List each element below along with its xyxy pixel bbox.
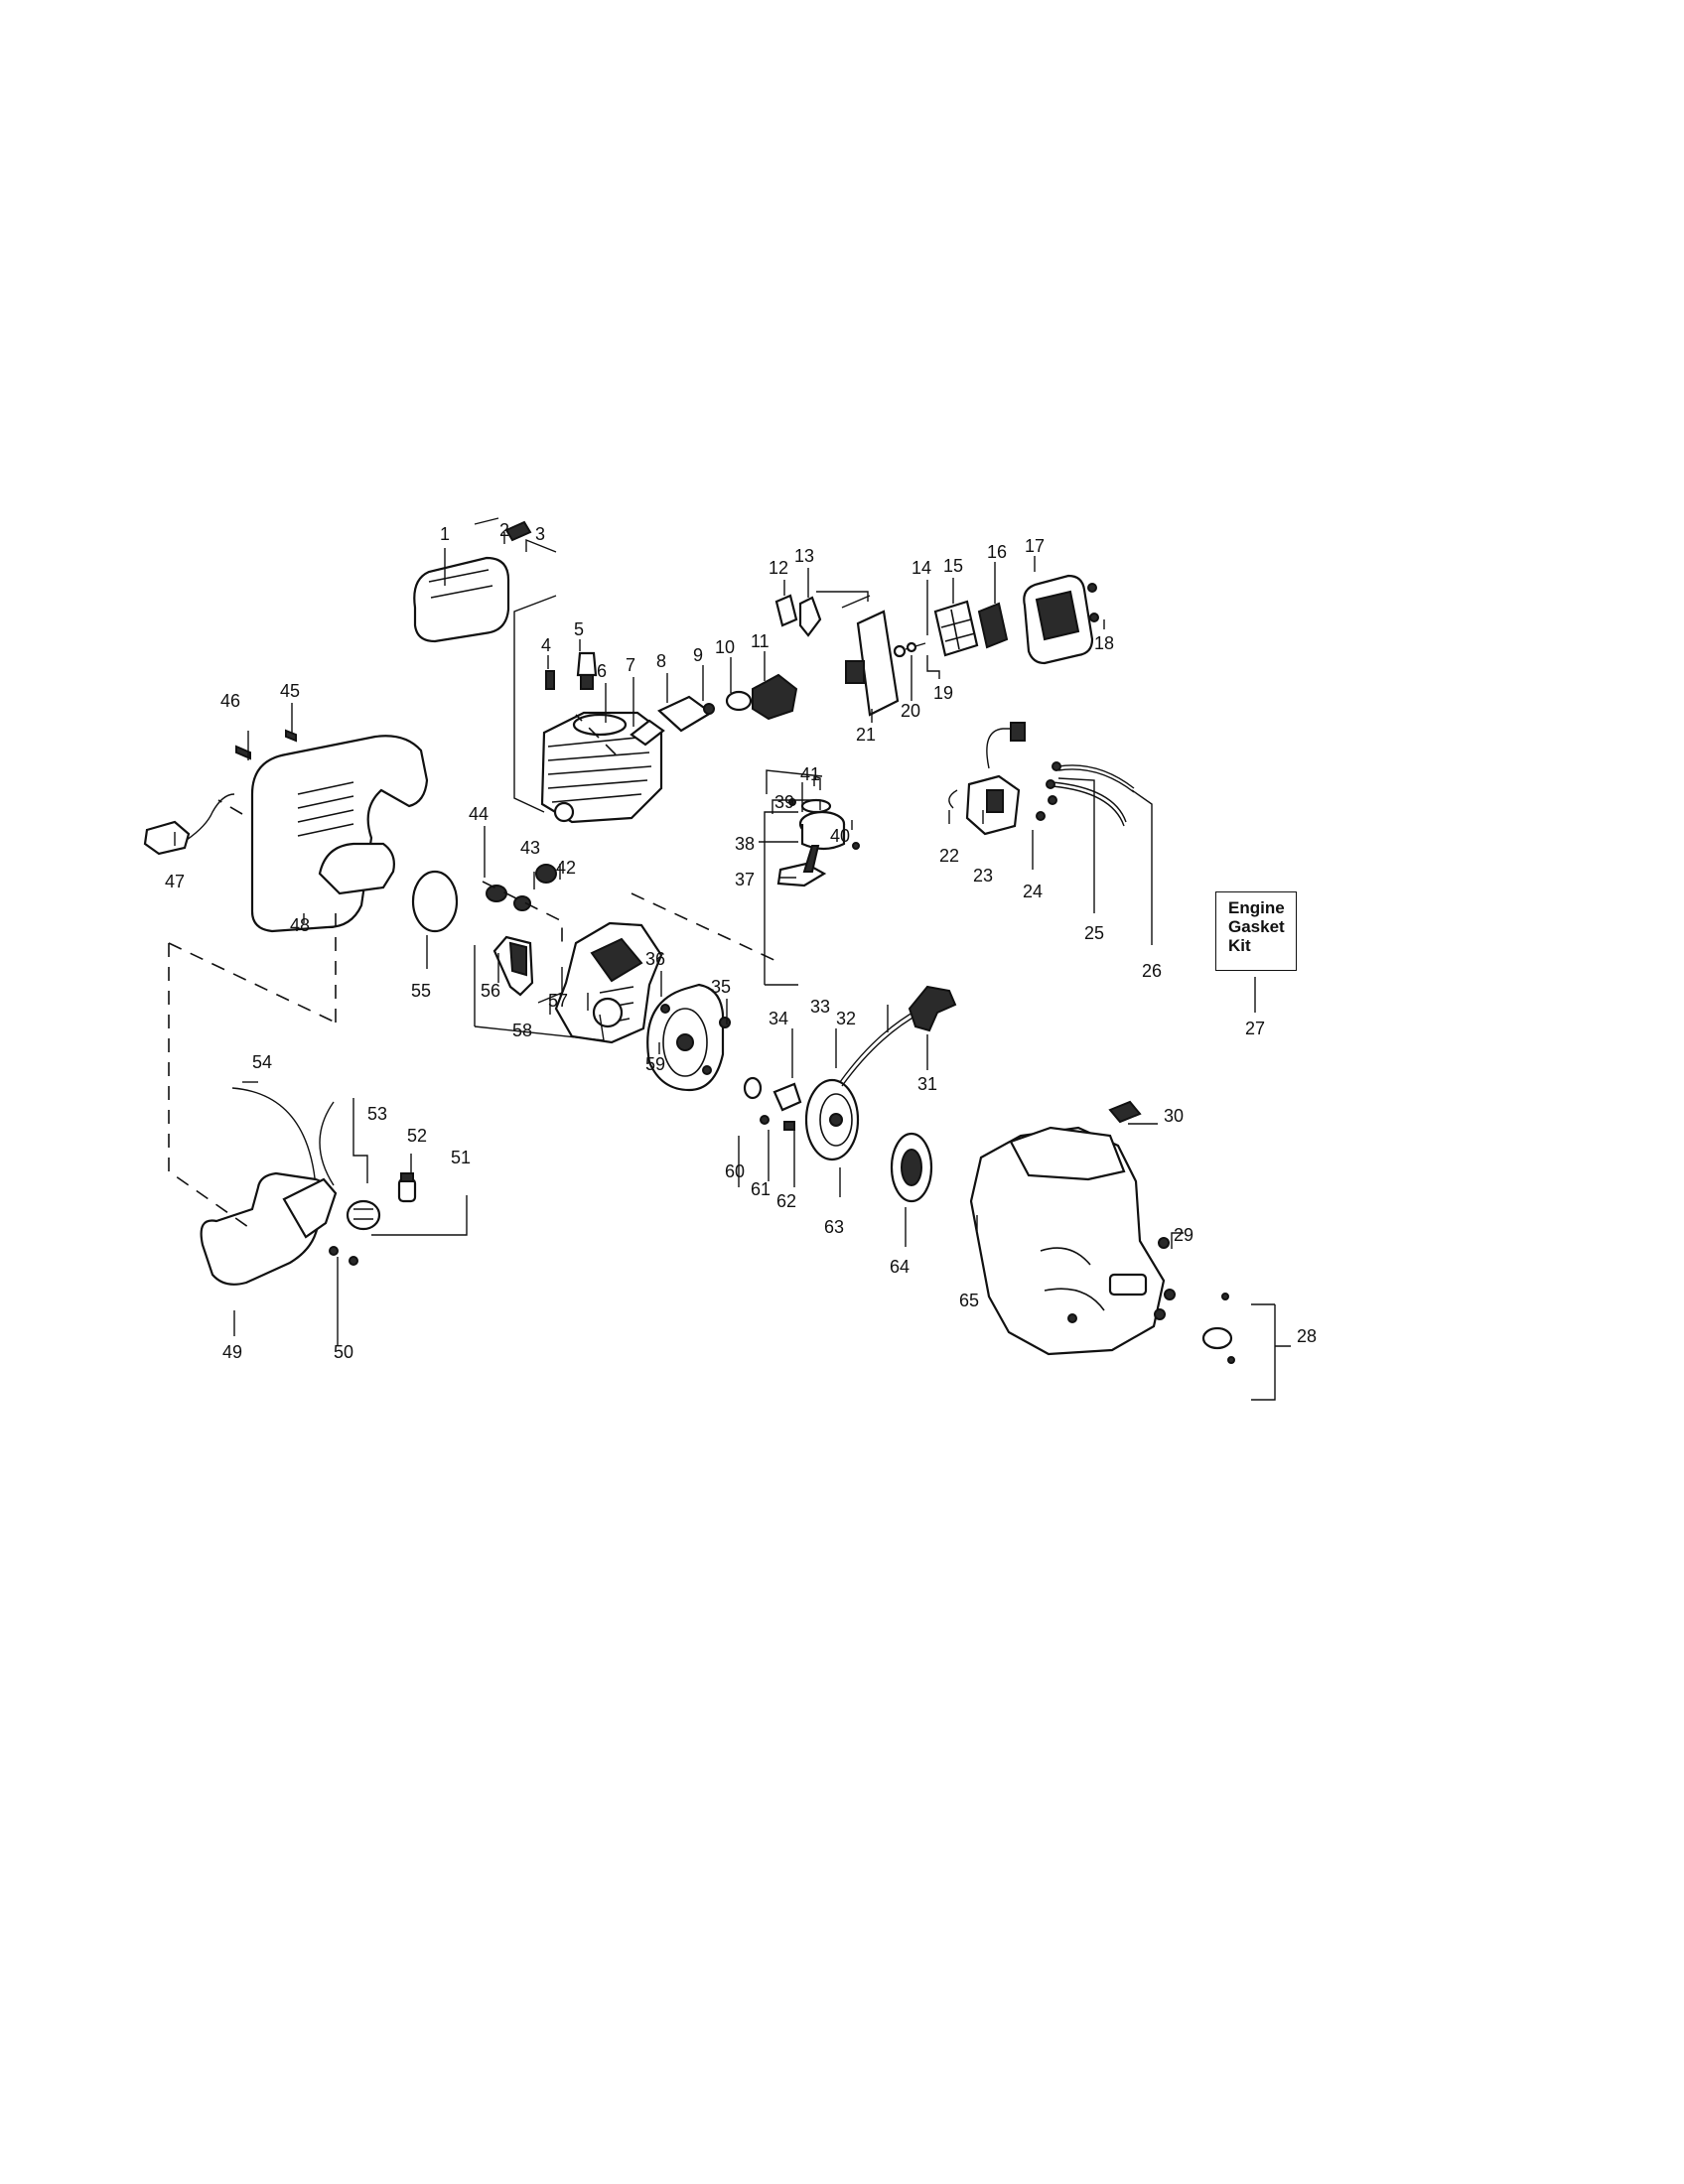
callout-12: 12 [769, 558, 788, 578]
callout-63: 63 [824, 1217, 844, 1237]
callout-29: 29 [1174, 1225, 1193, 1245]
callout-64: 64 [890, 1257, 910, 1277]
callout-23: 23 [973, 866, 993, 886]
callout-17: 17 [1025, 536, 1045, 556]
callout-48: 48 [290, 915, 310, 935]
engine-gasket-kit-box: Engine Gasket Kit [1215, 891, 1297, 971]
callout-20: 20 [901, 701, 920, 721]
callout-13: 13 [794, 546, 814, 566]
callout-39: 39 [774, 792, 794, 812]
callout-59: 59 [645, 1054, 665, 1074]
callout-21: 21 [856, 725, 876, 745]
callout-9: 9 [693, 645, 703, 665]
callout-49: 49 [222, 1342, 242, 1362]
callout-35: 35 [711, 977, 731, 997]
callout-27: 27 [1245, 1019, 1265, 1038]
callout-10: 10 [715, 637, 735, 657]
callout-50: 50 [334, 1342, 353, 1362]
callout-numbers: 1 2 3 4 5 6 7 8 9 10 11 12 13 14 15 16 1… [165, 520, 1317, 1362]
callout-28: 28 [1297, 1326, 1317, 1346]
callout-30: 30 [1164, 1106, 1184, 1126]
callout-56: 56 [481, 981, 500, 1001]
callout-33: 33 [810, 997, 830, 1017]
kit-box-line: Gasket [1228, 917, 1285, 936]
callout-47: 47 [165, 872, 185, 891]
assembly-dash-lines [168, 714, 781, 1228]
callout-8: 8 [656, 651, 666, 671]
callout-18: 18 [1094, 633, 1114, 653]
callout-44: 44 [469, 804, 489, 824]
callout-46: 46 [220, 691, 240, 711]
parts-artwork [143, 517, 1235, 1364]
kit-box-line: Kit [1228, 936, 1251, 955]
callout-57: 57 [548, 991, 568, 1011]
callout-60: 60 [725, 1161, 745, 1181]
callout-36: 36 [645, 949, 665, 969]
callout-14: 14 [912, 558, 931, 578]
callout-38: 38 [735, 834, 755, 854]
callout-62: 62 [776, 1191, 796, 1211]
callout-4: 4 [541, 635, 551, 655]
callout-61: 61 [751, 1179, 771, 1199]
callout-26: 26 [1142, 961, 1162, 981]
callout-43: 43 [520, 838, 540, 858]
callout-54: 54 [252, 1052, 272, 1072]
callout-5: 5 [574, 619, 584, 639]
callout-42: 42 [556, 858, 576, 878]
callout-34: 34 [769, 1009, 788, 1028]
callout-15: 15 [943, 556, 963, 576]
callout-37: 37 [735, 870, 755, 889]
callout-52: 52 [407, 1126, 427, 1146]
callout-58: 58 [512, 1021, 532, 1040]
callout-41: 41 [800, 764, 820, 784]
callout-6: 6 [597, 661, 607, 681]
callout-2: 2 [499, 520, 509, 540]
callout-24: 24 [1023, 882, 1043, 901]
callout-25: 25 [1084, 923, 1104, 943]
callout-53: 53 [367, 1104, 387, 1124]
callout-11: 11 [751, 631, 770, 651]
callout-55: 55 [411, 981, 431, 1001]
callout-7: 7 [626, 655, 635, 675]
callout-19: 19 [933, 683, 953, 703]
callout-40: 40 [830, 826, 850, 846]
kit-box-line: Engine [1228, 898, 1285, 917]
callout-65: 65 [959, 1291, 979, 1310]
callout-45: 45 [280, 681, 300, 701]
callout-3: 3 [535, 524, 545, 544]
leader-lines [174, 532, 1291, 1401]
callout-51: 51 [451, 1148, 471, 1167]
callout-31: 31 [917, 1074, 937, 1094]
callout-32: 32 [836, 1009, 856, 1028]
callout-16: 16 [987, 542, 1007, 562]
callout-1: 1 [440, 524, 450, 544]
callout-22: 22 [939, 846, 959, 866]
